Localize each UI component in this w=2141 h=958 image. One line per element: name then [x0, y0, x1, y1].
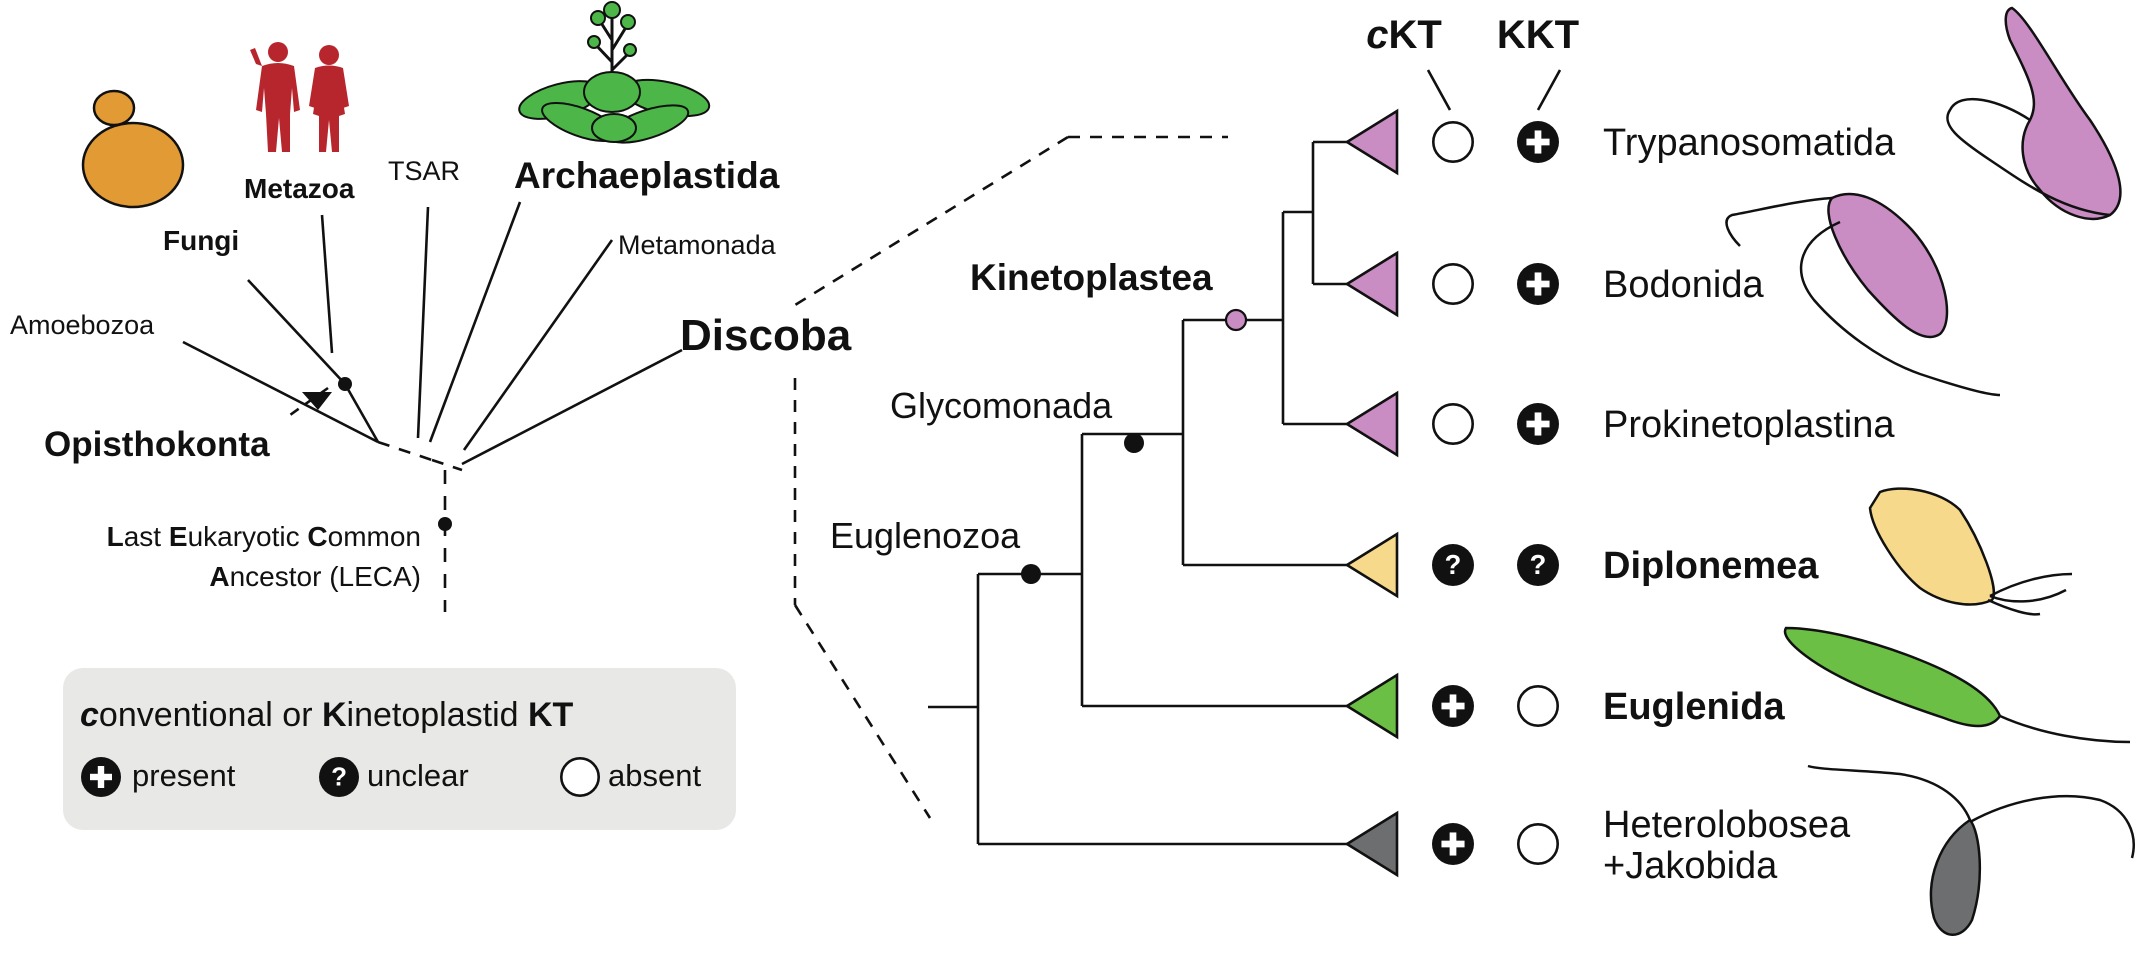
- branch-tsar: [416, 206, 430, 439]
- taxon-name: Diplonemea: [1603, 545, 1819, 587]
- clade-triangle-icon: [1344, 390, 1399, 458]
- ckt-status-icon: [1431, 402, 1475, 446]
- label-opisthokonta: Opisthokonta: [44, 425, 270, 464]
- taxon-row: Heterolobosea+Jakobida: [1344, 804, 1851, 887]
- node-dot-leca: [438, 517, 452, 531]
- zoom-connector-lines: [793, 135, 1228, 819]
- legend-present-icon: [81, 757, 121, 797]
- label-amoebozoa: Amoebozoa: [10, 310, 155, 340]
- ckt-status-icon: [1431, 262, 1475, 306]
- legend-absent-label: absent: [608, 758, 701, 793]
- branch-opisthokonta: [343, 383, 380, 443]
- label-tsar: TSAR: [388, 156, 460, 186]
- euglena-cell-icon: [1783, 626, 2131, 744]
- taxon-row: Prokinetoplastina: [1344, 390, 1895, 458]
- legend-unclear-label: unclear: [367, 758, 469, 793]
- kkt-status-icon: [1516, 822, 1560, 866]
- taxon-row: ?? Diplonemea: [1344, 531, 1819, 599]
- diplonema-cell-icon: [1868, 487, 2073, 616]
- kkt-status-icon: [1516, 684, 1560, 728]
- label-leca-line1: Last Eukaryotic Common: [107, 521, 421, 552]
- taxon-row: Bodonida: [1344, 250, 1764, 318]
- label-archaeplastida: Archaeplastida: [514, 155, 780, 196]
- detail-tree: [928, 140, 1347, 846]
- taxon-name: Bodonida: [1603, 264, 1764, 306]
- kkt-status-icon: [1517, 263, 1559, 305]
- kkt-status-icon: [1517, 121, 1559, 163]
- svg-text:?: ?: [331, 761, 347, 791]
- taxon-name: Trypanosomatida: [1603, 122, 1896, 164]
- ckt-status-icon: [1432, 685, 1474, 727]
- human-figures-icon: [250, 42, 349, 152]
- legend-absent-icon: [559, 756, 601, 798]
- node-dot-opisthokonta: [338, 377, 352, 391]
- legend-box: [63, 668, 736, 830]
- label-discoba: Discoba: [680, 311, 852, 360]
- node-dot-kinetoplastea: [1224, 308, 1248, 332]
- spine-dashed-1: [377, 440, 433, 462]
- clade-triangle-icon: [1344, 810, 1399, 878]
- taxon-row: Euglenida: [1344, 672, 1785, 740]
- taxon-row: Trypanosomatida: [1344, 108, 1896, 176]
- ckt-status-icon: [1431, 120, 1475, 164]
- label-metamonada: Metamonada: [618, 230, 777, 260]
- plant-icon: [518, 1, 711, 144]
- overview-tree: [182, 201, 683, 612]
- trypanosoma-cell-icon: [1946, 6, 2122, 220]
- taxon-name: Euglenida: [1603, 686, 1785, 728]
- taxon-name: Prokinetoplastina: [1603, 404, 1895, 446]
- label-leca-line2: Ancestor (LECA): [209, 561, 421, 592]
- branch-metazoa: [320, 214, 334, 354]
- taxon-name: Heterolobosea: [1603, 804, 1851, 846]
- branch-metamonada: [462, 239, 614, 451]
- heterolobosea-cell-icon: [1807, 764, 2135, 936]
- kkt-status-icon: ?: [1517, 544, 1559, 586]
- spine-dashed-2: [431, 458, 463, 472]
- clade-triangle-icon: [1344, 108, 1399, 176]
- opisthokonta-marker-icon: [302, 392, 332, 410]
- column-header-ckt: cKT: [1366, 13, 1442, 57]
- legend-unclear-icon: ?: [319, 757, 359, 797]
- legend-title: conventional or Kinetoplastid KT: [80, 696, 574, 734]
- branch-amoebozoa: [182, 340, 379, 444]
- clade-triangle-icon: [1344, 672, 1399, 740]
- taxon-name-line2: +Jakobida: [1603, 845, 1778, 887]
- ckt-status-icon: [1432, 823, 1474, 865]
- label-kinetoplastea: Kinetoplastea: [970, 257, 1213, 298]
- branch-fungi: [247, 279, 346, 385]
- taxa-rows: TrypanosomatidaBodonidaProkinetoplastina…: [1344, 108, 1896, 887]
- svg-text:?: ?: [1445, 549, 1462, 580]
- svg-text:?: ?: [1530, 549, 1547, 580]
- label-fungi: Fungi: [163, 225, 239, 256]
- column-header-kkt: KKT: [1497, 13, 1579, 57]
- node-dot-glycomonada: [1124, 433, 1144, 453]
- fungi-cell-icon: [81, 89, 185, 209]
- clade-triangle-icon: [1344, 531, 1399, 599]
- branch-discoba: [461, 348, 683, 466]
- label-glycomonada: Glycomonada: [890, 385, 1113, 426]
- label-euglenozoa: Euglenozoa: [830, 515, 1021, 556]
- node-dot-euglenozoa: [1021, 564, 1041, 584]
- kkt-status-icon: [1517, 403, 1559, 445]
- legend-present-label: present: [132, 758, 236, 793]
- ckt-status-icon: ?: [1432, 544, 1474, 586]
- clade-triangle-icon: [1344, 250, 1399, 318]
- branch-archaeplastida: [428, 201, 522, 443]
- label-metazoa: Metazoa: [244, 173, 355, 204]
- bodo-cell-icon: [1725, 192, 2001, 397]
